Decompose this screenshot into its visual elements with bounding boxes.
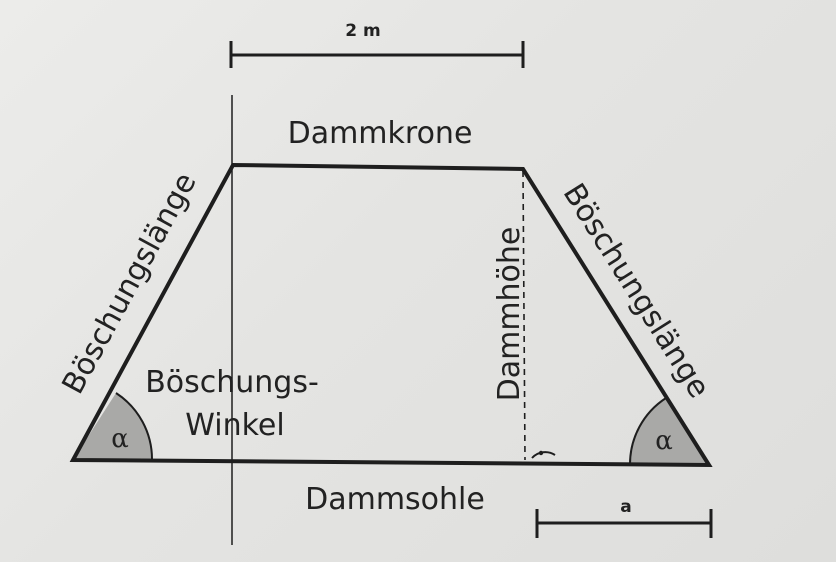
dam-trapezoid (69, 162, 713, 468)
right-angle-dot (538, 450, 544, 456)
angle-symbol-right: α (655, 426, 673, 456)
slope-angle-label-line2: Winkel (185, 408, 284, 443)
angle-arc-right (628, 397, 667, 466)
angle-symbol-left: α (111, 424, 129, 454)
right-angle-marker (531, 451, 556, 459)
angle-sector-right (629, 398, 709, 465)
top-dimension-label: 2 m (345, 21, 380, 41)
angle-arc-left (115, 392, 154, 461)
slope-angle-label-line1: Böschungs- (145, 365, 319, 400)
height-dashed-line (522, 170, 526, 461)
crest-label: Dammkrone (288, 116, 473, 151)
base-label: Dammsohle (305, 482, 485, 517)
bottom-dimension-label: a (620, 497, 631, 517)
angle-sector-left (73, 393, 153, 460)
slope-length-right-label: Böschungslänge (556, 178, 717, 405)
height-label: Dammhöhe (492, 227, 527, 402)
